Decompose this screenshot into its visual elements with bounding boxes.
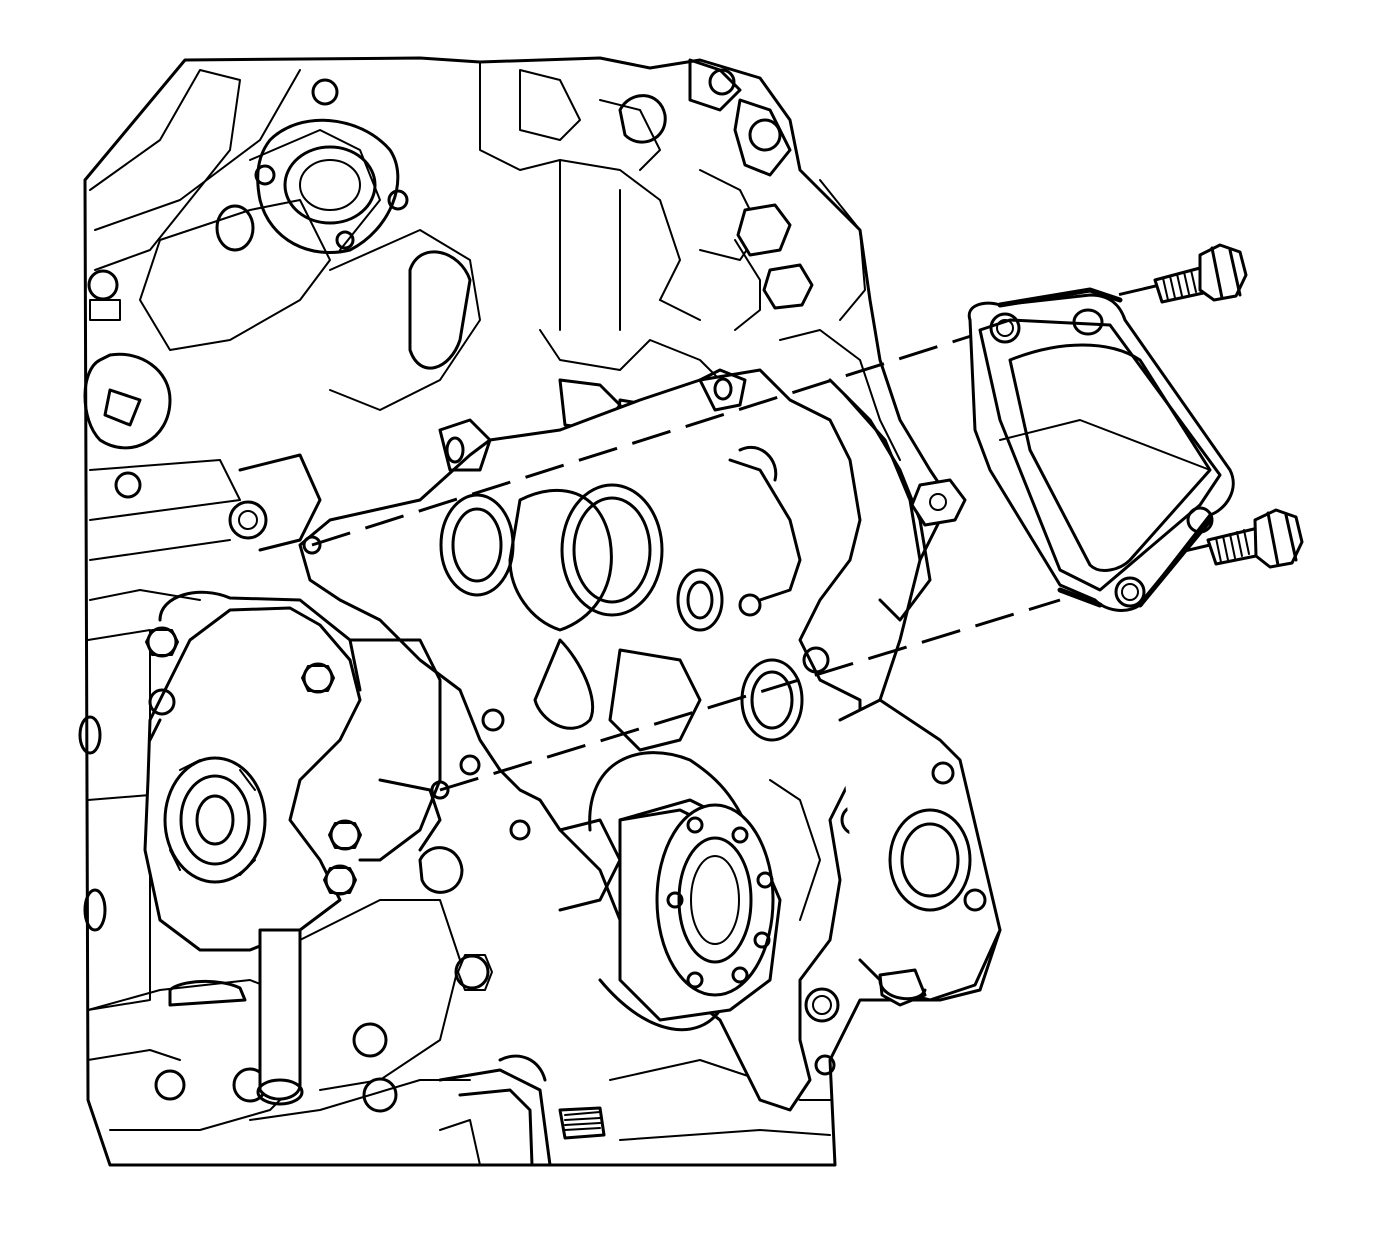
bolt xyxy=(1206,508,1304,569)
water-pump xyxy=(143,590,464,1106)
cover-plate xyxy=(967,287,1235,612)
camshaft-sprocket xyxy=(588,698,1002,1032)
timing-cover-gasket xyxy=(298,368,872,1112)
bolt xyxy=(1153,243,1248,304)
